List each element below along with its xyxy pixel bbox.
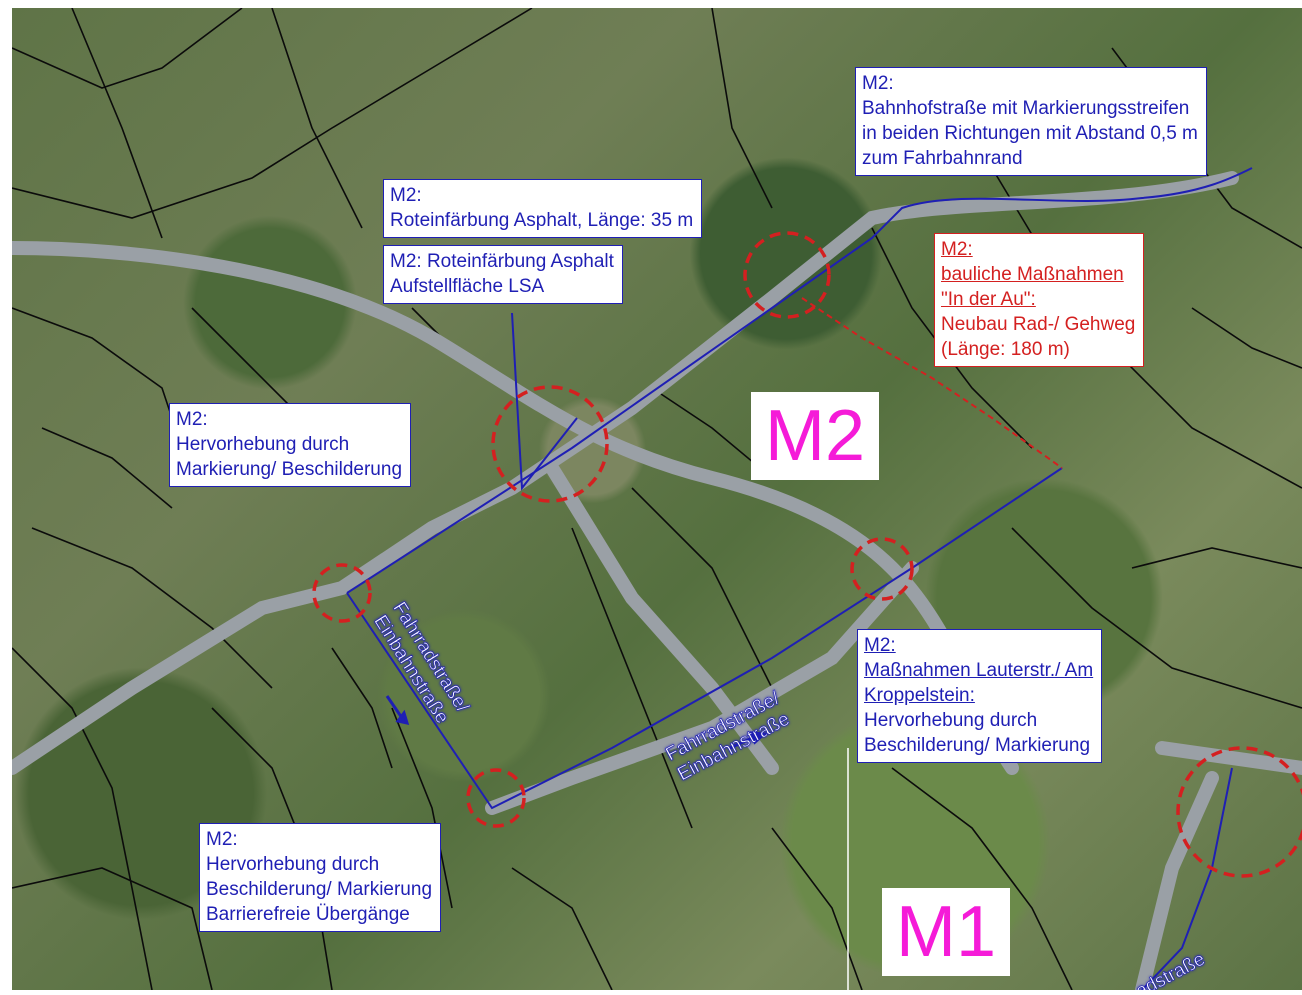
- callout-title: M2:: [864, 635, 896, 656]
- callout-bahnhofstrasse: M2: Bahnhofstraße mit Markierungsstreife…: [855, 67, 1207, 176]
- marker-circle-east[interactable]: [1176, 746, 1302, 878]
- callout-line: Neubau Rad-/ Gehweg: [941, 314, 1136, 335]
- red-section: [801, 297, 1063, 469]
- direction-arrows: [385, 695, 768, 750]
- zone-label-m2: M2: [751, 392, 880, 480]
- callout-heading: "In der Au":: [941, 289, 1036, 310]
- callout-title: M2:: [862, 73, 894, 94]
- callout-line: Hervorhebung durch: [864, 710, 1038, 731]
- aerial-map[interactable]: M2: Bahnhofstraße mit Markierungsstreife…: [12, 8, 1302, 990]
- callout-title: M2:: [206, 829, 238, 850]
- callout-line: Bahnhofstraße mit Markierungsstreifen: [862, 98, 1190, 119]
- callout-heading: Kroppelstein:: [864, 685, 975, 706]
- callout-line: Beschilderung/ Markierung: [206, 879, 433, 900]
- marker-circle-south[interactable]: [466, 768, 526, 828]
- callout-line: Beschilderung/ Markierung: [864, 735, 1091, 756]
- callout-line: in beiden Richtungen mit Abstand 0,5 m: [862, 123, 1198, 144]
- callout-title: M2:: [390, 185, 422, 206]
- callout-aufstellflaeche-lsa: M2: Roteinfärbung Asphalt Aufstellfläche…: [383, 245, 623, 304]
- callout-line: M2: Roteinfärbung Asphalt: [390, 251, 614, 272]
- callout-line: Hervorhebung durch: [176, 434, 350, 455]
- callout-roteinfaerbung-35m: M2: Roteinfärbung Asphalt, Länge: 35 m: [383, 179, 703, 238]
- callout-line: (Länge: 180 m): [941, 339, 1070, 360]
- callout-lauterstrasse: M2: Maßnahmen Lauterstr./ Am Kroppelstei…: [857, 629, 1103, 763]
- callout-title: M2:: [941, 239, 973, 260]
- callout-heading: Maßnahmen Lauterstr./ Am: [864, 660, 1094, 681]
- zone-label-m1: M1: [882, 888, 1011, 976]
- callout-barrierefreie-uebergaenge: M2: Hervorhebung durch Beschilderung/ Ma…: [199, 823, 442, 932]
- callout-line: Markierung/ Beschilderung: [176, 459, 403, 480]
- callout-line: Roteinfärbung Asphalt, Länge: 35 m: [390, 210, 694, 231]
- callout-in-der-au: M2: bauliche Maßnahmen "In der Au": Neub…: [934, 233, 1145, 367]
- callout-line: zum Fahrbahnrand: [862, 148, 1023, 169]
- route-line: [346, 167, 1253, 990]
- callout-line: Aufstellfläche LSA: [390, 276, 545, 297]
- marker-circle-bahnhof[interactable]: [743, 231, 831, 319]
- callout-hervorhebung-markierung: M2: Hervorhebung durch Markierung/ Besch…: [169, 403, 412, 487]
- marker-circle-west[interactable]: [312, 563, 372, 623]
- callout-line: Barrierefreie Übergänge: [206, 904, 410, 925]
- callout-line: Hervorhebung durch: [206, 854, 380, 875]
- callout-title: M2:: [176, 409, 208, 430]
- intersection-markers: [312, 231, 1302, 878]
- callout-heading: bauliche Maßnahmen: [941, 264, 1124, 285]
- marker-circle-lauter[interactable]: [850, 537, 914, 601]
- marker-circle-lsa[interactable]: [491, 385, 609, 503]
